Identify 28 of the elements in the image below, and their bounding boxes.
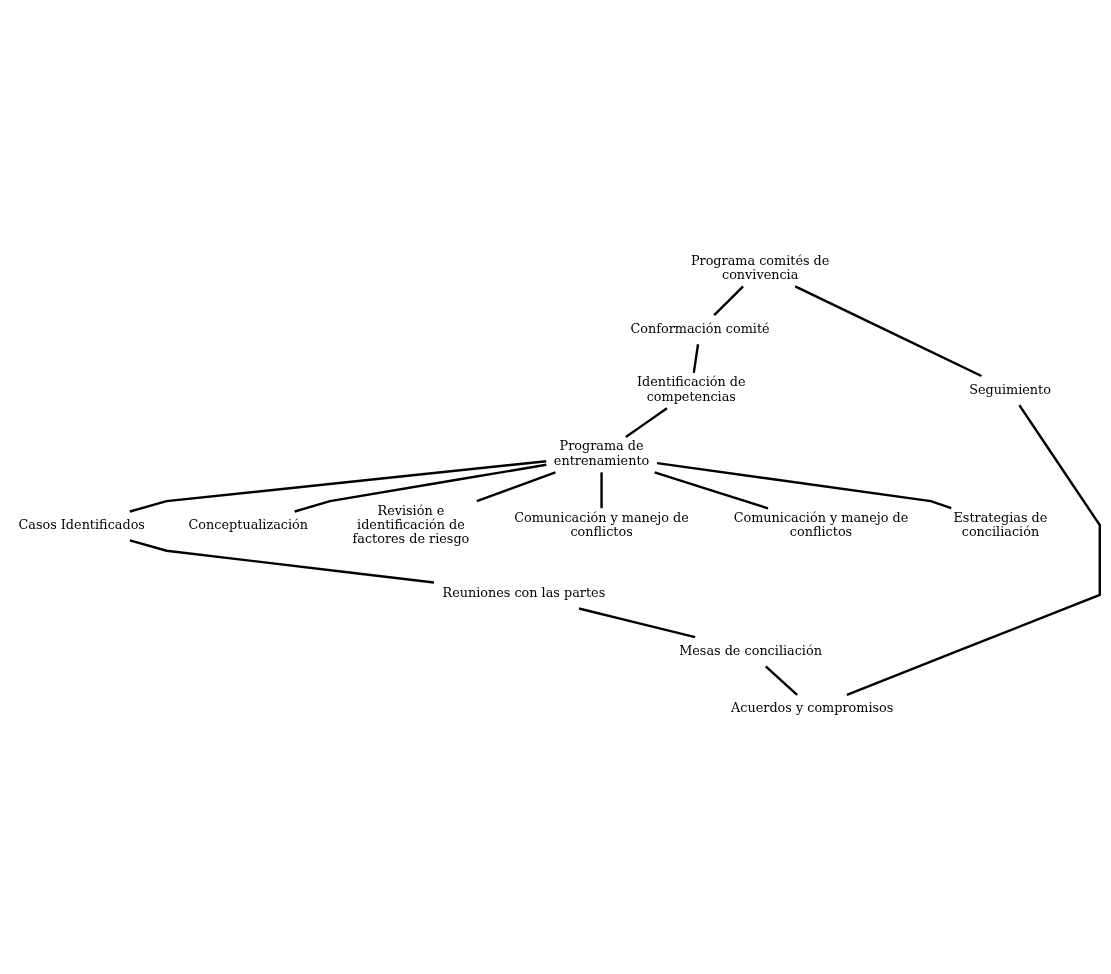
connector [692, 343, 700, 373]
node-text: Reuniones con las partes [442, 584, 606, 600]
node-text: Mesas de conciliación [679, 642, 822, 658]
node-text: Revisión e identificación de factores de riesgo [352, 502, 470, 546]
connector [625, 406, 668, 438]
connector [794, 284, 982, 377]
connector [129, 538, 435, 584]
node-text: Acuerdos y compromisos [731, 699, 894, 715]
node-text: Comunicación y manejo de conflictos [733, 509, 909, 539]
node-text: Estrategias de conciliación [953, 509, 1048, 539]
node-text: Programa comités de convivencia [690, 252, 830, 282]
connector [654, 470, 769, 509]
node-text: Casos Identificados [18, 516, 145, 532]
node-text: Identificación de competencias [636, 373, 746, 404]
connector [600, 471, 603, 508]
connector [765, 664, 798, 696]
node-text: Conceptualización [188, 516, 309, 532]
node-text: Programa de entrenamiento [553, 437, 650, 468]
connector [294, 463, 547, 513]
connector [129, 459, 547, 513]
connector [713, 285, 744, 316]
node-text: Conformación comité [630, 320, 770, 336]
node-text: Comunicación y manejo de conflictos [514, 509, 689, 539]
node-text: Seguimiento [969, 381, 1051, 397]
connector [476, 470, 556, 502]
connector [846, 404, 1101, 696]
connector [656, 461, 952, 509]
connector [578, 606, 696, 638]
